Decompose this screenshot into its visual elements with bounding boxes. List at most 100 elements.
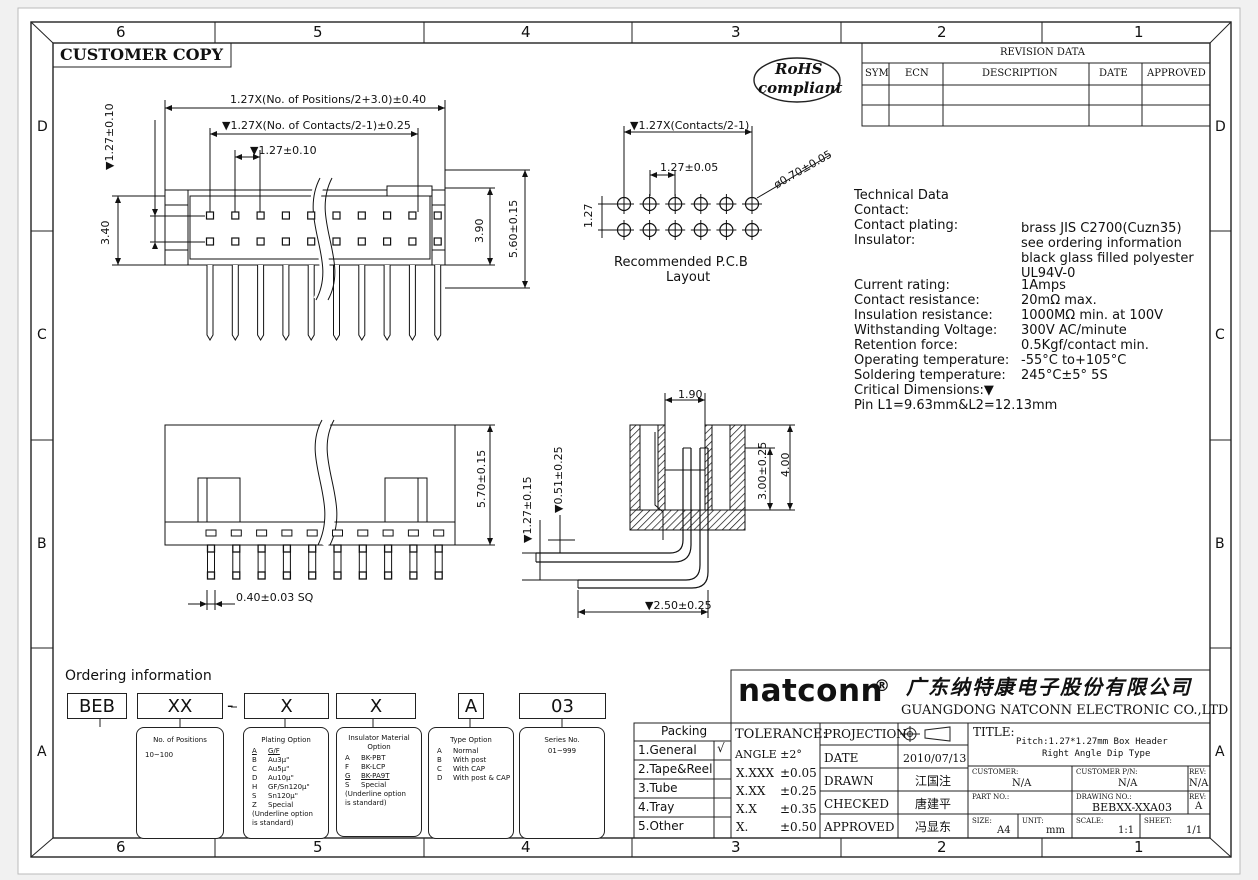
row-label-b-right: B [1215,536,1225,552]
side-pin-head [382,529,394,537]
dim-pin-sq: 0.40±0.03 SQ [236,591,314,604]
contact-lower [256,237,265,246]
tolerance-format: X.XXX [736,766,774,780]
option-desc: GF/Sn120μ" [268,783,310,791]
plating-title: Plating Option [261,736,311,744]
option-desc: Special [268,801,294,809]
checked-label: CHECKED [824,797,889,811]
series-range: 01~999 [547,747,577,755]
tech-value: -55°C to+105°C [1021,353,1127,368]
tech-label: Contact resistance: [854,293,980,308]
tech-label: Insulation resistance: [854,308,993,323]
pin-tail [333,265,340,341]
packing-tape-reel: 2.Tape&Reel [638,762,713,776]
option-desc: G/F [268,747,280,755]
title-line-2: Right Angle Dip Type [1042,749,1151,759]
side-pin-upper [434,544,443,553]
tech-value: 245°C±5° 5S [1021,368,1108,383]
option-code: Z [252,801,257,809]
contact-lower [383,237,392,246]
side-pin-upper [383,544,393,553]
tolerance-value: ±0.05 [780,766,817,780]
packing-tray: 4.Tray [638,800,675,814]
option-code: H [252,783,258,791]
option-code: G [345,772,351,780]
tolerance-title: TOLERANCE: [735,727,827,742]
rev-col-approved: APPROVED [1147,68,1206,79]
dim-190: 1.90 [678,388,703,401]
side-pin-lower [308,571,317,580]
scale-label: SCALE: [1076,817,1104,825]
option-desc: With CAP [453,765,486,773]
dim-pitch: ▼1.27±0.10 [250,144,317,157]
packing-tube: 3.Tube [638,781,678,795]
dim-400: 4.00 [779,452,792,478]
unit-label: UNIT: [1022,817,1044,825]
rev-label-2: REV: [1189,793,1207,801]
option-row: Z Special [244,801,328,810]
side-pin-head [357,529,369,537]
tolerance-angle: ANGLE ±2° [735,748,802,761]
dim-left-pitch: ▼1.27±0.10 [103,103,116,170]
company-en-name: GUANGDONG NATCONN ELECTRONIC CO.,LTD [901,703,1229,718]
side-pin-upper [409,544,418,553]
positions-option-box: No. of Positions 10~100 [136,727,224,839]
packing-other: 5.Other [638,819,684,833]
option-row: B Au3μ" [244,756,328,765]
rev-label-1: REV: [1189,768,1207,776]
unit-value: mm [1046,825,1065,836]
pin-tail [282,265,290,341]
size-label: SIZE: [972,817,992,825]
option-code: B [252,756,257,764]
rev-col-description: DESCRIPTION [982,68,1058,79]
option-desc: With post [453,756,487,764]
rohs-compliant-text: compliant [758,79,843,97]
contact-lower [281,237,290,246]
dim-560: 5.60±0.15 [507,199,520,258]
option-code: S [345,781,350,789]
checked-value: 唐建平 [915,797,952,811]
contact-lower [332,237,341,246]
contact-upper [231,211,240,220]
side-pin-lower [383,571,393,580]
side-pin-head [281,529,293,537]
side-pin-upper [308,544,317,553]
pin-tail [408,265,416,341]
approved-label: APPROVED [824,820,895,834]
tech-value: UL94V-0 [1021,266,1076,281]
part-no-label: PART NO.: [972,793,1010,801]
contact-lower [231,237,240,246]
side-pin-lower [333,571,342,580]
drawing-no-label: DRAWING NO.: [1076,793,1132,801]
option-code: D [437,774,443,782]
col-label-4: 4 [521,23,531,41]
contact-lower [307,237,316,246]
tolerance-format: X. [736,820,749,834]
customer-value: N/A [1012,778,1032,789]
option-desc: Au10μ" [268,774,294,782]
rev-col-sym: SYM [865,68,889,79]
insulator-note-1: (Underline option [345,790,406,798]
option-code: A [345,754,350,762]
tolerance-value: ±0.25 [780,784,817,798]
option-code: S [252,792,257,800]
option-desc: Au3μ" [268,756,290,764]
dim-top-contacts: ▼1.27X(No. of Contacts/2-1)±0.25 [222,119,411,132]
contact-lower [205,237,215,246]
date-value: 2010/07/13 [903,752,967,765]
tech-value: brass JIS C2700(Cuzn35) [1021,221,1182,236]
option-code: B [437,756,442,764]
revision-title: REVISION DATA [1000,47,1085,58]
option-code: F [345,763,350,771]
code-brand: BEB [67,693,127,719]
side-pin-upper [257,544,266,553]
row-label-b: B [37,536,47,552]
series-option-box: Series No. 01~999 [519,727,605,839]
contact-upper [256,211,265,220]
tech-label: Contact plating: [854,218,959,233]
series-title: Series No. [544,736,580,744]
